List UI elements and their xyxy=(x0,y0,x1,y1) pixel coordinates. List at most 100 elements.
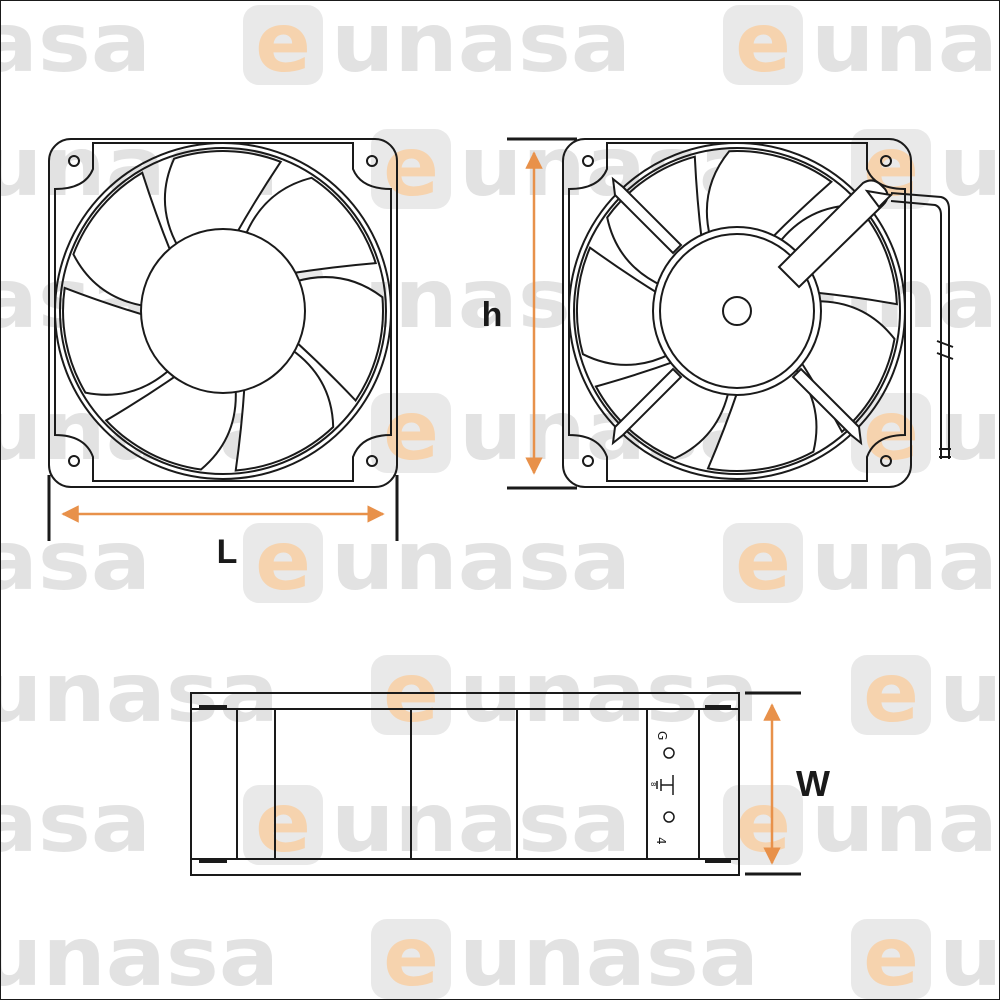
svg-text:e: e xyxy=(383,384,439,479)
svg-text:e: e xyxy=(255,514,311,609)
side-rib xyxy=(236,708,276,860)
svg-text:unasa: unasa xyxy=(1,1,151,91)
cable-break xyxy=(936,340,954,360)
mount-hole xyxy=(880,155,892,167)
fan-inner-frame xyxy=(54,142,392,482)
support-struts xyxy=(611,176,863,446)
mount-hole xyxy=(68,155,80,167)
svg-text:e: e xyxy=(863,646,919,741)
side-window xyxy=(410,708,518,860)
height-label: h xyxy=(482,296,503,334)
fan-blade xyxy=(576,246,672,366)
svg-text:e: e xyxy=(383,120,439,215)
svg-text:e: e xyxy=(255,1,311,91)
fan-shroud-inner xyxy=(59,147,387,475)
svg-text:unasa: unasa xyxy=(939,120,1000,215)
power-cable xyxy=(890,200,942,459)
power-cable xyxy=(890,192,950,459)
svg-text:e: e xyxy=(735,1,791,91)
svg-text:unasa: unasa xyxy=(811,776,1000,871)
fan-blade xyxy=(706,364,818,473)
fan-shroud xyxy=(568,142,906,480)
mount-hole xyxy=(582,155,594,167)
fan-side-view xyxy=(190,692,740,876)
fan-blade xyxy=(72,171,173,308)
fan-shaft xyxy=(722,296,752,326)
fan-blade xyxy=(62,286,172,396)
fan-shroud-inner xyxy=(573,147,901,475)
cable-channel xyxy=(777,179,889,289)
cable-clip xyxy=(864,189,894,209)
svg-text:unasa: unasa xyxy=(331,514,631,609)
svg-text:unasa: unasa xyxy=(1,514,151,609)
fan-shroud xyxy=(54,142,392,480)
svg-text:unasa: unasa xyxy=(811,1,1000,91)
mount-hole xyxy=(880,455,892,467)
fan-blade xyxy=(294,276,384,403)
fan-blade xyxy=(104,373,237,471)
fan-front-view xyxy=(48,138,398,488)
dimension-height xyxy=(507,137,577,490)
svg-text:e: e xyxy=(735,776,791,871)
terminal-mark: 8 xyxy=(649,782,657,786)
terminal-mark: 4 xyxy=(654,837,668,845)
terminal-block xyxy=(646,708,700,860)
svg-text:e: e xyxy=(255,776,311,871)
svg-text:unasa: unasa xyxy=(459,910,759,1001)
terminal-contact xyxy=(663,747,675,759)
svg-text:unasa: unasa xyxy=(1,776,151,871)
mount-hole xyxy=(366,455,378,467)
svg-text:unasa: unasa xyxy=(811,514,1000,609)
svg-text:e: e xyxy=(863,910,919,1001)
terminal-mark: G xyxy=(655,731,669,740)
mount-hole xyxy=(582,455,594,467)
fan-blade xyxy=(164,150,283,248)
fan-inner-frame xyxy=(568,142,906,482)
fan-hub xyxy=(140,228,306,394)
dimension-width xyxy=(745,691,801,876)
svg-text:unasa: unasa xyxy=(331,776,631,871)
fan-back-view xyxy=(562,138,954,488)
svg-text:unasa: unasa xyxy=(331,1,631,91)
cable-end xyxy=(939,448,951,458)
side-frame-outline xyxy=(190,692,740,876)
fan-motor-inner xyxy=(659,233,815,389)
fan-motor-housing xyxy=(652,226,822,396)
fan-blades xyxy=(62,150,384,472)
mount-hole xyxy=(68,455,80,467)
svg-text:unasa: unasa xyxy=(1,910,279,1001)
svg-text:e: e xyxy=(735,514,791,609)
svg-text:unasa: unasa xyxy=(939,646,1000,741)
fan-frame-outline xyxy=(562,138,912,488)
fan-blade xyxy=(705,150,833,241)
dimension-length xyxy=(47,475,399,541)
fan-frame-outline xyxy=(48,138,398,488)
length-label: L xyxy=(217,533,238,571)
mount-hole xyxy=(366,155,378,167)
fan-blades xyxy=(576,150,898,473)
width-label: W xyxy=(796,763,830,804)
ground-symbol xyxy=(656,775,674,795)
svg-text:unasa: unasa xyxy=(939,910,1000,1001)
svg-text:e: e xyxy=(383,910,439,1001)
terminal-contact xyxy=(663,811,675,823)
